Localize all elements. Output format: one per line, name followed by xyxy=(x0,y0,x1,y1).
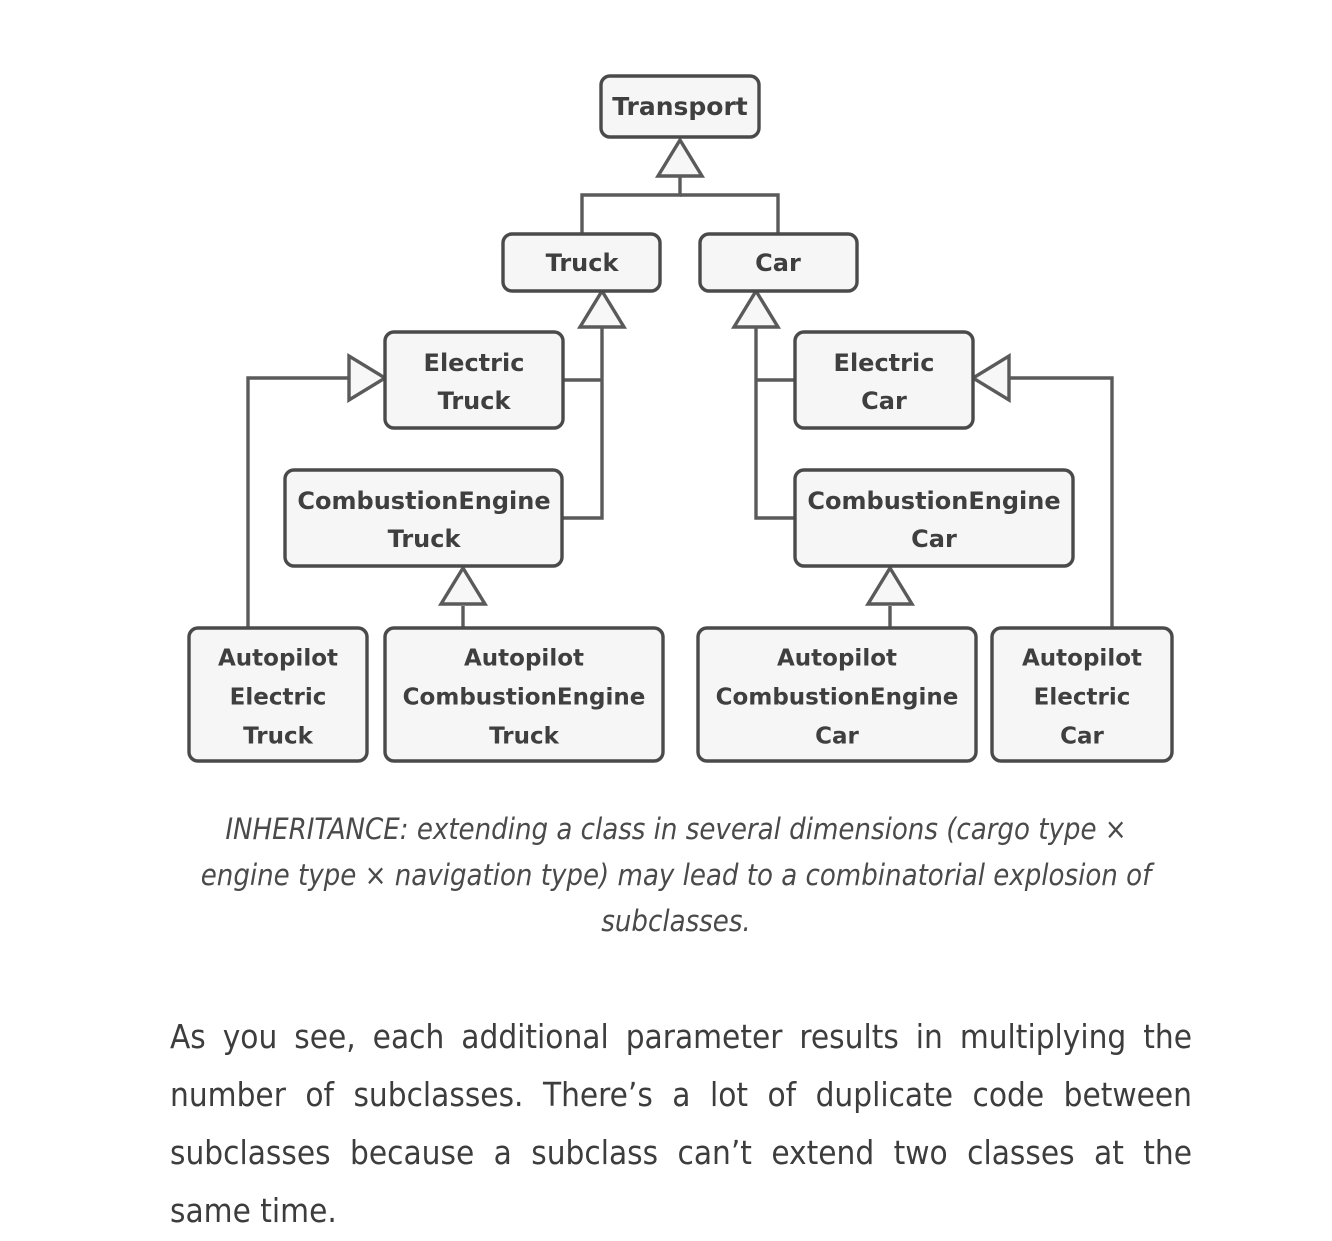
class-label-ap-ec-line3: Car xyxy=(1060,724,1104,750)
inheritance-arrowhead-transport xyxy=(654,136,706,178)
class-label-ap-cet-line2: CombustionEngine xyxy=(403,685,646,711)
class-label-electric-truck-line2: Truck xyxy=(438,387,512,415)
class-label-ap-cet-line3: Truck xyxy=(489,724,560,750)
class-label-ap-et-line2: Electric xyxy=(230,685,327,711)
class-node-autopilot-combustionengine-car[interactable]: Autopilot CombustionEngine Car xyxy=(696,626,978,763)
class-label-electric-truck-line1: Electric xyxy=(424,349,525,377)
class-label-car: Car xyxy=(755,249,801,277)
class-node-combustionengine-car[interactable]: CombustionEngine Car xyxy=(793,468,1075,568)
class-box-autopilot-electric-truck[interactable] xyxy=(187,626,369,763)
edge-autopilot-electric-car xyxy=(1006,376,1114,628)
edge-layer xyxy=(246,136,1114,628)
class-label-electric-car-line1: Electric xyxy=(834,349,935,377)
edge-autopilot-electric-truck xyxy=(246,376,352,628)
inheritance-arrowhead-electric-car xyxy=(969,352,1011,404)
class-label-ce-truck-line1: CombustionEngine xyxy=(297,487,550,515)
class-box-autopilot-combustionengine-truck[interactable] xyxy=(383,626,665,763)
body-paragraph: As you see, each additional parameter re… xyxy=(170,1017,1192,1230)
class-box-autopilot-electric-car[interactable] xyxy=(990,626,1174,763)
class-box-combustionengine-car[interactable] xyxy=(793,468,1075,568)
figure-caption: INHERITANCE: extending a class in severa… xyxy=(200,812,1152,938)
class-box-combustionengine-truck[interactable] xyxy=(283,468,564,568)
class-label-ap-et-line3: Truck xyxy=(243,724,314,750)
class-node-truck[interactable]: Truck xyxy=(501,232,662,293)
class-label-ce-truck-line2: Truck xyxy=(388,525,462,553)
class-box-truck[interactable] xyxy=(501,232,662,293)
class-label-ap-cec-line3: Car xyxy=(815,724,859,750)
inheritance-arrowhead-ce-truck xyxy=(437,564,489,606)
edge-truck-to-transport xyxy=(580,175,682,234)
class-label-ap-cec-line2: CombustionEngine xyxy=(716,685,959,711)
class-node-autopilot-electric-car[interactable]: Autopilot Electric Car xyxy=(990,626,1174,763)
class-label-ce-car-line1: CombustionEngine xyxy=(807,487,1060,515)
class-box-electric-car[interactable] xyxy=(793,330,975,430)
edge-car-children-bus xyxy=(754,312,795,520)
class-node-electric-car[interactable]: Electric Car xyxy=(793,330,975,430)
uml-diagram-canvas: Transport Truck Car Electric Truck Elect… xyxy=(187,74,1174,763)
class-label-ap-cec-line1: Autopilot xyxy=(777,646,897,672)
edge-truck-children-bus xyxy=(562,312,604,520)
class-label-ap-et-line1: Autopilot xyxy=(218,646,338,672)
class-node-combustionengine-truck[interactable]: CombustionEngine Truck xyxy=(283,468,564,568)
edge-car-to-transport xyxy=(680,193,780,234)
inheritance-arrowhead-car xyxy=(730,287,782,329)
class-label-transport: Transport xyxy=(612,92,748,121)
class-box-electric-truck[interactable] xyxy=(383,330,565,430)
class-node-transport[interactable]: Transport xyxy=(599,74,761,139)
class-label-ap-cet-line1: Autopilot xyxy=(464,646,584,672)
inheritance-arrowhead-ce-car xyxy=(864,564,916,606)
uml-inheritance-diagram: Transport Truck Car Electric Truck Elect… xyxy=(187,74,1174,763)
class-node-autopilot-electric-truck[interactable]: Autopilot Electric Truck xyxy=(187,626,369,763)
class-node-car[interactable]: Car xyxy=(698,232,859,293)
class-label-ap-ec-line1: Autopilot xyxy=(1022,646,1142,672)
inheritance-arrowhead-truck xyxy=(576,287,628,329)
class-label-ce-car-line2: Car xyxy=(911,525,957,553)
class-node-autopilot-combustionengine-truck[interactable]: Autopilot CombustionEngine Truck xyxy=(383,626,665,763)
class-node-electric-truck[interactable]: Electric Truck xyxy=(383,330,565,430)
class-label-ap-ec-line2: Electric xyxy=(1034,685,1131,711)
inheritance-arrowhead-electric-truck xyxy=(347,352,389,404)
class-box-car[interactable] xyxy=(698,232,859,293)
class-box-transport[interactable] xyxy=(599,74,761,139)
node-layer: Transport Truck Car Electric Truck Elect… xyxy=(187,74,1174,763)
class-box-autopilot-combustionengine-car[interactable] xyxy=(696,626,978,763)
class-label-electric-car-line2: Car xyxy=(861,387,907,415)
class-label-truck: Truck xyxy=(546,249,620,277)
